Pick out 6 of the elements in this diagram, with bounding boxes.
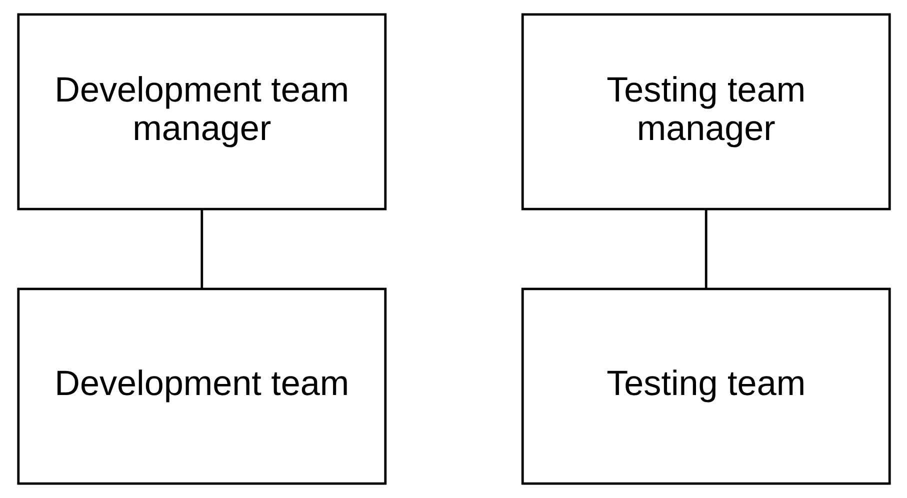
connector <box>704 210 707 289</box>
connector <box>200 210 203 289</box>
node-box: Testing team manager <box>520 13 890 210</box>
node-box: Development team manager <box>16 13 386 210</box>
node-box: Development team <box>16 288 386 485</box>
node-box: Testing team <box>520 288 890 485</box>
